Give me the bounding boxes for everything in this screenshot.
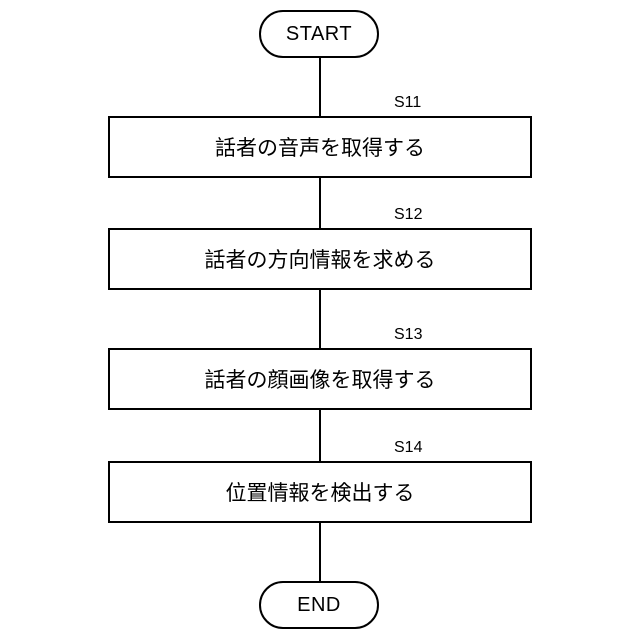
end-terminal: END xyxy=(259,581,379,629)
end-label: END xyxy=(297,594,341,617)
step-box-s13: 話者の顔画像を取得する xyxy=(108,348,532,410)
step-text-s12: 話者の方向情報を求める xyxy=(205,244,436,274)
connector-start-s11 xyxy=(319,58,321,116)
connector-s11-s12 xyxy=(319,178,321,228)
connector-s14-end xyxy=(319,523,321,581)
step-id-s13: S13 xyxy=(394,326,422,344)
step-id-s14: S14 xyxy=(394,439,422,457)
step-box-s12: 話者の方向情報を求める xyxy=(108,228,532,290)
step-text-s14: 位置情報を検出する xyxy=(226,477,415,507)
connector-s13-s14 xyxy=(319,410,321,461)
step-text-s13: 話者の顔画像を取得する xyxy=(205,364,436,394)
connector-s12-s13 xyxy=(319,290,321,348)
step-box-s11: 話者の音声を取得する xyxy=(108,116,532,178)
start-label: START xyxy=(286,23,352,46)
step-id-s11: S11 xyxy=(394,94,421,112)
step-box-s14: 位置情報を検出する xyxy=(108,461,532,523)
step-text-s11: 話者の音声を取得する xyxy=(215,132,425,162)
step-id-s12: S12 xyxy=(394,206,422,224)
start-terminal: START xyxy=(259,10,379,58)
